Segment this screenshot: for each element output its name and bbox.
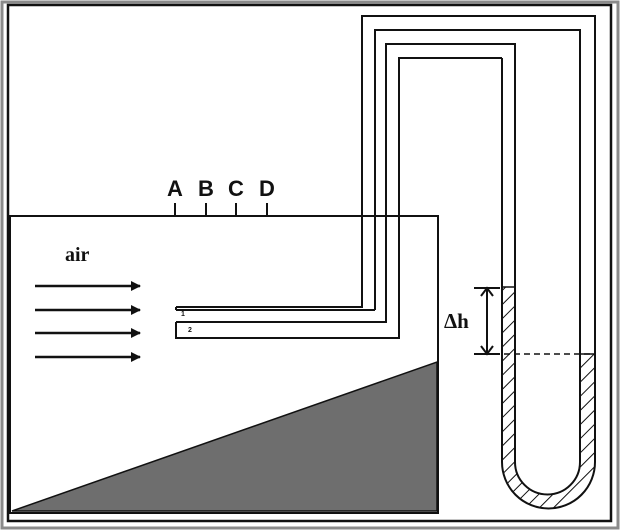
label-b: B	[198, 176, 214, 201]
u-tube-outer-wall	[501, 58, 596, 510]
flow-arrows	[35, 281, 141, 362]
sloped-floor	[11, 360, 438, 512]
air-label: air	[65, 244, 90, 266]
label-c: C	[228, 176, 244, 201]
height-difference-marker	[474, 286, 500, 356]
liquid-bottom	[502, 462, 595, 509]
position-ticks	[174, 203, 268, 216]
u-tube-inner-wall	[514, 461, 581, 496]
delta-h-label: Δh	[444, 309, 469, 333]
label-d: D	[259, 176, 275, 201]
u-tube-manometer	[484, 58, 596, 510]
pitot-tube-inner	[175, 29, 581, 462]
probe-label-2: 2	[188, 327, 192, 334]
pitot-tube-outer	[175, 15, 596, 462]
liquid-left-leg	[502, 287, 515, 462]
inner-border	[6, 3, 613, 523]
liquid-right-leg	[580, 354, 595, 462]
probe-label-1: 1	[181, 311, 185, 318]
label-a: A	[167, 176, 183, 201]
